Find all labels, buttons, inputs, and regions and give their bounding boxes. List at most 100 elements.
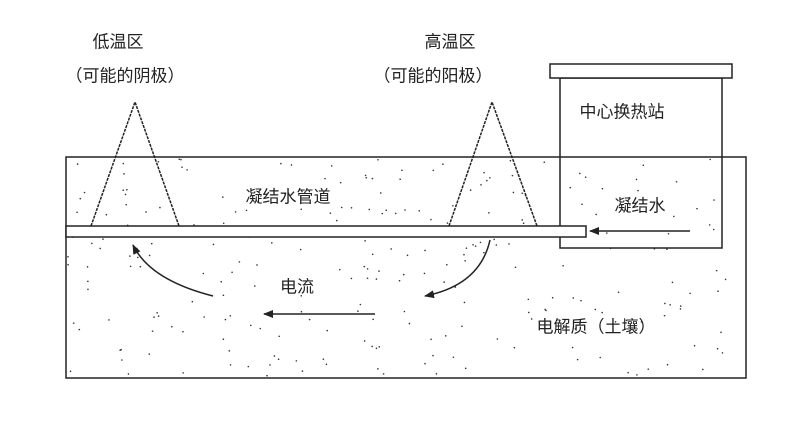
soil-dot — [145, 211, 147, 213]
soil-dot — [452, 356, 455, 359]
soil-dot — [495, 244, 498, 246]
soil-dot — [151, 330, 154, 332]
soil-dot — [278, 335, 280, 338]
soil-dot — [464, 367, 467, 370]
soil-dot — [295, 360, 298, 362]
soil-dot — [300, 310, 303, 313]
soil-dot — [338, 268, 341, 271]
soil-dot — [571, 346, 574, 349]
soil-dot — [601, 311, 603, 314]
soil-dot — [635, 178, 638, 181]
soil-dot — [716, 347, 719, 350]
soil-dot — [127, 373, 130, 375]
soil-dot — [452, 204, 454, 207]
soil-dot — [465, 247, 468, 249]
soil-dot — [551, 296, 554, 299]
soil-dot — [442, 163, 444, 166]
soil-dot — [153, 316, 155, 318]
soil-dot — [124, 193, 127, 196]
soil-dot — [271, 242, 273, 244]
soil-dot — [488, 212, 490, 214]
soil-dot — [290, 164, 293, 166]
soil-dot — [666, 248, 668, 251]
soil-dot — [720, 331, 722, 334]
soil-dot — [280, 162, 282, 165]
soil-dot — [129, 255, 131, 257]
soil-dot — [182, 330, 184, 333]
soil-dot — [443, 281, 445, 283]
soil-dot — [372, 318, 374, 321]
soil-dot — [423, 272, 426, 275]
soil-dot — [483, 251, 485, 254]
soil-dot — [87, 280, 89, 283]
soil-dot — [325, 363, 328, 366]
soil-dot — [284, 192, 286, 195]
soil-dot — [375, 347, 378, 350]
soil-dot — [79, 197, 82, 200]
soil-dot — [377, 368, 379, 370]
soil-dot — [709, 158, 711, 161]
soil-dot — [180, 158, 182, 161]
soil-dot — [375, 278, 378, 280]
soil-dot — [702, 368, 704, 371]
soil-dot — [181, 166, 183, 168]
soil-dot — [464, 259, 466, 262]
soil-dot — [121, 359, 123, 361]
soil-dot — [480, 184, 482, 186]
soil-dot — [667, 232, 670, 235]
soil-dot — [359, 303, 362, 306]
current-label: 电流 — [280, 277, 314, 298]
soil-dot — [364, 240, 366, 242]
soil-dot — [394, 212, 397, 215]
soil-dot — [390, 248, 392, 250]
soil-dot — [259, 327, 262, 330]
soil-dot — [574, 327, 577, 330]
soil-dot — [696, 207, 698, 210]
soil-dot — [108, 319, 110, 321]
soil-dot — [122, 162, 125, 165]
low-temp-cathode-triangle — [90, 99, 180, 227]
soil-dot — [191, 300, 194, 303]
soil-dot — [527, 311, 530, 314]
soil-dot — [222, 294, 225, 297]
soil-dot — [178, 158, 181, 160]
soil-dot — [86, 266, 89, 268]
soil-dot — [385, 209, 387, 212]
soil-dot — [99, 247, 102, 250]
soil-dot — [330, 165, 333, 167]
soil-dot — [403, 310, 406, 313]
soil-dot — [102, 238, 104, 240]
soil-dot — [724, 278, 727, 281]
soil-dot — [486, 179, 488, 182]
soil-dot — [203, 316, 205, 318]
soil-dot — [605, 232, 608, 234]
soil-dot — [186, 169, 188, 171]
soil-dot — [365, 176, 368, 179]
soil-dot — [269, 364, 271, 366]
soil-dot — [594, 308, 597, 311]
soil-dot — [182, 372, 184, 374]
soil-dot — [301, 370, 304, 372]
soil-dot — [489, 176, 491, 179]
soil-dot — [371, 177, 374, 180]
soil-dot — [669, 304, 671, 306]
soil-dot — [446, 222, 449, 224]
soil-dot — [463, 253, 465, 256]
soil-dot — [229, 364, 232, 366]
soil-dot — [122, 189, 125, 192]
soil-dot — [159, 206, 161, 209]
soil-dot — [493, 238, 496, 241]
soil-dot — [381, 212, 384, 215]
soil-dot — [543, 161, 546, 163]
soil-dot — [444, 335, 447, 337]
soil-dot — [125, 203, 128, 206]
soil-dot — [229, 314, 232, 317]
soil-dot — [202, 272, 205, 275]
soil-dot — [625, 319, 628, 322]
soil-dot — [69, 370, 72, 373]
soil-dot — [377, 159, 379, 161]
soil-dot — [584, 176, 587, 178]
soil-dot — [136, 247, 138, 250]
soil-dot — [424, 249, 426, 252]
soil-dot — [78, 328, 81, 331]
